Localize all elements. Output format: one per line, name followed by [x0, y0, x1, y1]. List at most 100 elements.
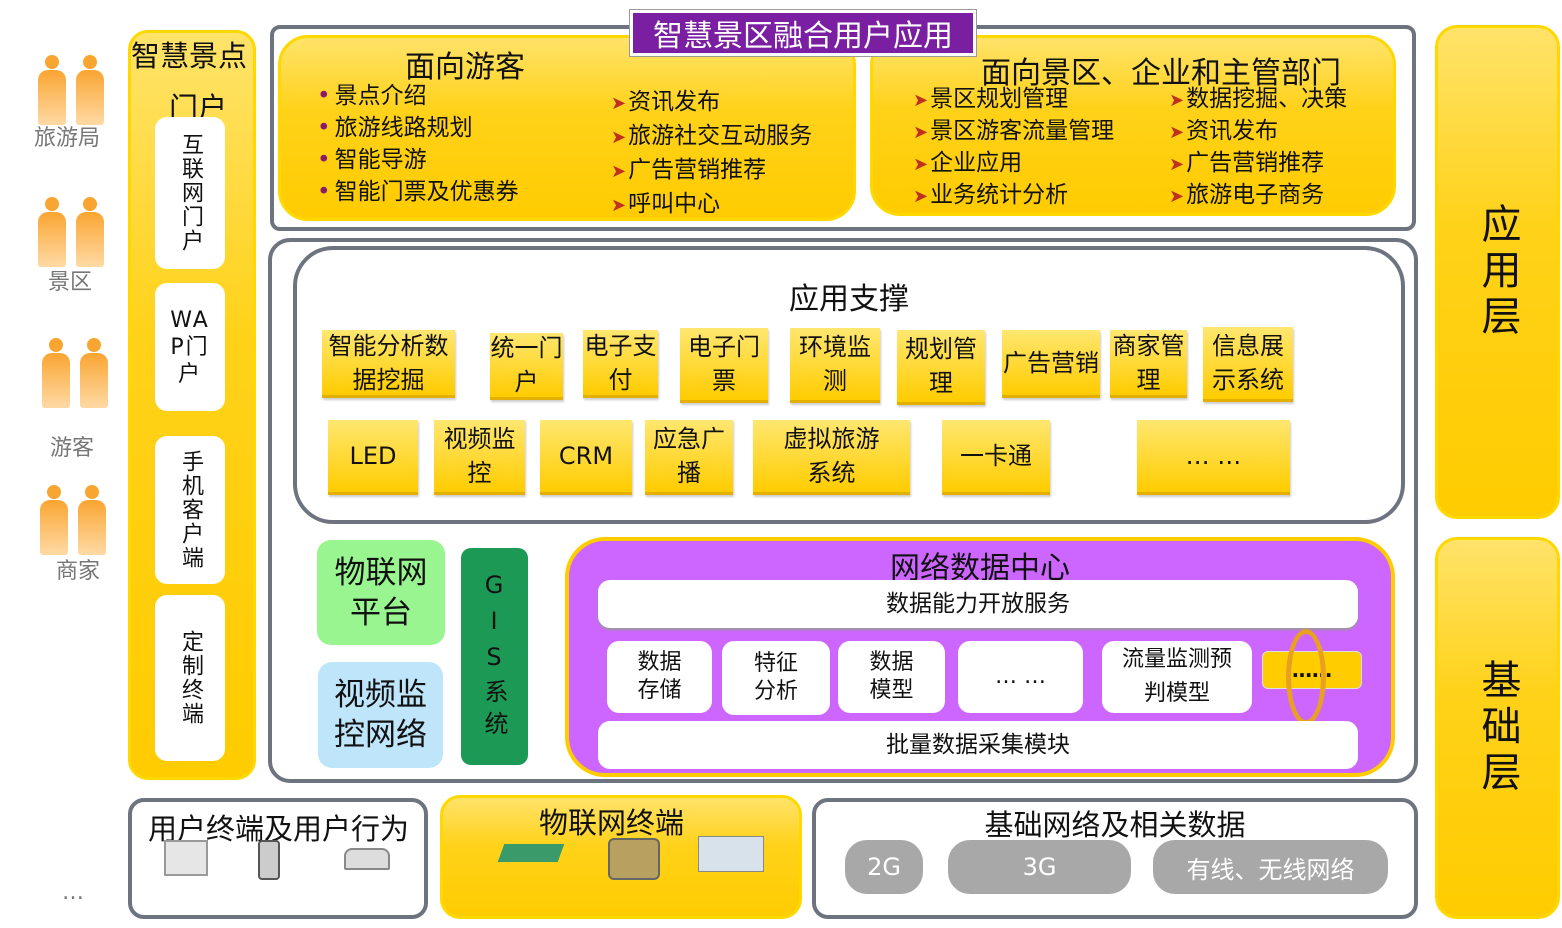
support-item[interactable]: 一卡通: [942, 420, 1050, 495]
iot-terminal-title: 物联网终端: [539, 806, 685, 840]
list-item: ➤资讯发布: [611, 89, 721, 115]
base-network-panel: 基础网络及相关数据 2G 3G 有线、无线网络: [812, 798, 1418, 919]
support-item[interactable]: CRM: [540, 420, 632, 495]
portal-internet[interactable]: 互联网门户: [155, 117, 225, 269]
person-icon: [42, 338, 70, 408]
support-item[interactable]: 广告营销: [1002, 330, 1100, 398]
visitor-list-left: •景点介绍 •旅游线路规划 •智能导游 •智能门票及优惠券: [317, 80, 519, 208]
support-item[interactable]: 环境监测: [790, 328, 880, 403]
support-item[interactable]: 智能分析数据挖掘: [322, 330, 455, 398]
iot-platform[interactable]: 物联网平台: [317, 540, 445, 645]
iot-terminal-panel: 物联网终端: [440, 795, 802, 919]
arrow-icon: ➤: [611, 93, 627, 114]
support-item[interactable]: 规划管理: [897, 330, 985, 405]
dc-module[interactable]: 数据存储: [607, 641, 712, 713]
list-item: •景点介绍: [317, 83, 427, 109]
arrow-icon: ➤: [611, 127, 627, 148]
user-label: 商家: [56, 559, 101, 584]
dc-module[interactable]: … …: [958, 641, 1083, 713]
network-wired-wireless[interactable]: 有线、无线网络: [1153, 840, 1388, 894]
support-item[interactable]: 商家管理: [1110, 330, 1187, 398]
arrow-icon: ➤: [611, 161, 627, 182]
list-item: ➤旅游社交互动服务: [611, 123, 813, 149]
app-layer: 应用层: [1435, 25, 1560, 519]
portal-panel: 智慧景点 门户 互联网门户 WAP门户 手机客户端 定制终端: [128, 30, 256, 780]
base-network-title: 基础网络及相关数据: [984, 808, 1246, 842]
admin-title: 面向景区、企业和主管部门: [981, 56, 1341, 91]
person-icon: [38, 197, 66, 267]
support-item[interactable]: 视频监控: [434, 420, 525, 495]
list-item: ➤业务统计分析: [913, 182, 1069, 208]
portal-item-label: WAP门户: [170, 307, 210, 387]
portal-custom-terminal[interactable]: 定制终端: [155, 595, 225, 761]
banner-title: 智慧景区融合用户应用: [630, 10, 976, 56]
support-item[interactable]: 虚拟旅游系统: [753, 420, 910, 495]
arrow-icon: ➤: [1169, 154, 1185, 175]
telephone-icon: [344, 848, 390, 870]
arrow-icon: ➤: [611, 195, 627, 216]
list-item: ➤景区游客流量管理: [913, 118, 1115, 144]
list-item: •旅游线路规划: [317, 115, 473, 141]
person-icon: [80, 338, 108, 408]
list-item: ➤资讯发布: [1169, 118, 1279, 144]
data-center: 网络数据中心 数据能力开放服务 数据存储 特征分析 数据模型 … … 流量监测预…: [565, 537, 1395, 777]
support-item[interactable]: 电子门票: [680, 328, 768, 403]
dc-module[interactable]: 数据模型: [838, 641, 945, 713]
user-label: 游客: [50, 436, 95, 461]
user-label: 景区: [48, 270, 93, 295]
sensor-board-icon: [497, 844, 565, 862]
portal-title: 智慧景点: [131, 39, 248, 73]
gis-label: GIS系统: [480, 570, 508, 743]
person-icon: [78, 485, 106, 555]
network-2g[interactable]: 2G: [845, 840, 923, 894]
person-icon: [40, 485, 68, 555]
portal-item-label: 互联网门户: [178, 133, 203, 253]
admin-panel: 面向景区、企业和主管部门 ➤景区规划管理 ➤景区游客流量管理 ➤企业应用 ➤业务…: [870, 35, 1396, 216]
support-item[interactable]: LED: [328, 420, 418, 495]
arrow-icon: ➤: [913, 90, 929, 111]
arrow-icon: ➤: [913, 186, 929, 207]
dc-module[interactable]: 特征分析: [722, 641, 830, 715]
list-item: •智能导游: [317, 147, 427, 173]
base-layer-label: 基础层: [1474, 659, 1521, 797]
dc-module[interactable]: 流量监测预判模型: [1102, 641, 1252, 713]
visitor-title: 面向游客: [405, 50, 525, 85]
portal-item-label: 定制终端: [178, 630, 203, 726]
visitor-panel: 面向游客 •景点介绍 •旅游线路规划 •智能导游 •智能门票及优惠券 ➤资讯发布…: [278, 35, 856, 221]
support-item[interactable]: 信息展示系统: [1203, 327, 1293, 402]
gis-system[interactable]: GIS系统: [461, 548, 528, 765]
admin-list-right: ➤数据挖掘、决策 ➤资讯发布 ➤广告营销推荐 ➤旅游电子商务: [1169, 84, 1347, 212]
list-item: ➤企业应用: [913, 150, 1023, 176]
portal-mobile[interactable]: 手机客户端: [155, 436, 225, 584]
user-terminal-panel: 用户终端及用户行为: [128, 798, 428, 919]
support-item[interactable]: 应急广播: [645, 420, 733, 495]
mobile-phone-icon: [258, 840, 280, 880]
app-layer-label: 应用层: [1474, 203, 1521, 341]
visitor-list-right: ➤资讯发布 ➤旅游社交互动服务 ➤广告营销推荐 ➤呼叫中心: [611, 86, 812, 222]
person-icon: [38, 55, 66, 125]
open-service-bar[interactable]: 数据能力开放服务: [598, 580, 1358, 628]
reader-device-icon: [608, 838, 660, 880]
arrow-icon: ➤: [1169, 90, 1185, 111]
base-layer: 基础层: [1435, 537, 1560, 919]
network-3g[interactable]: 3G: [948, 840, 1131, 894]
computer-icon: [164, 840, 208, 876]
support-item[interactable]: 统一门户: [490, 333, 563, 400]
video-network[interactable]: 视频监控网络: [318, 662, 443, 768]
list-item: ➤呼叫中心: [611, 191, 721, 217]
portal-item-label: 手机客户端: [178, 450, 203, 570]
arrow-icon: ➤: [1169, 186, 1185, 207]
person-icon: [76, 197, 104, 267]
support-item[interactable]: … …: [1137, 420, 1290, 495]
cycle-arrow-icon: [1286, 629, 1326, 725]
list-item: ➤景区规划管理: [913, 86, 1069, 112]
arrow-icon: ➤: [1169, 122, 1185, 143]
app-support-title: 应用支撑: [789, 282, 909, 317]
user-label: …: [62, 880, 84, 905]
arrow-icon: ➤: [913, 122, 929, 143]
support-item[interactable]: 电子支付: [583, 330, 658, 398]
person-icon: [76, 55, 104, 125]
batch-collect-bar[interactable]: 批量数据采集模块: [598, 721, 1358, 769]
list-item: ➤数据挖掘、决策: [1169, 86, 1348, 112]
portal-wap[interactable]: WAP门户: [155, 283, 225, 411]
